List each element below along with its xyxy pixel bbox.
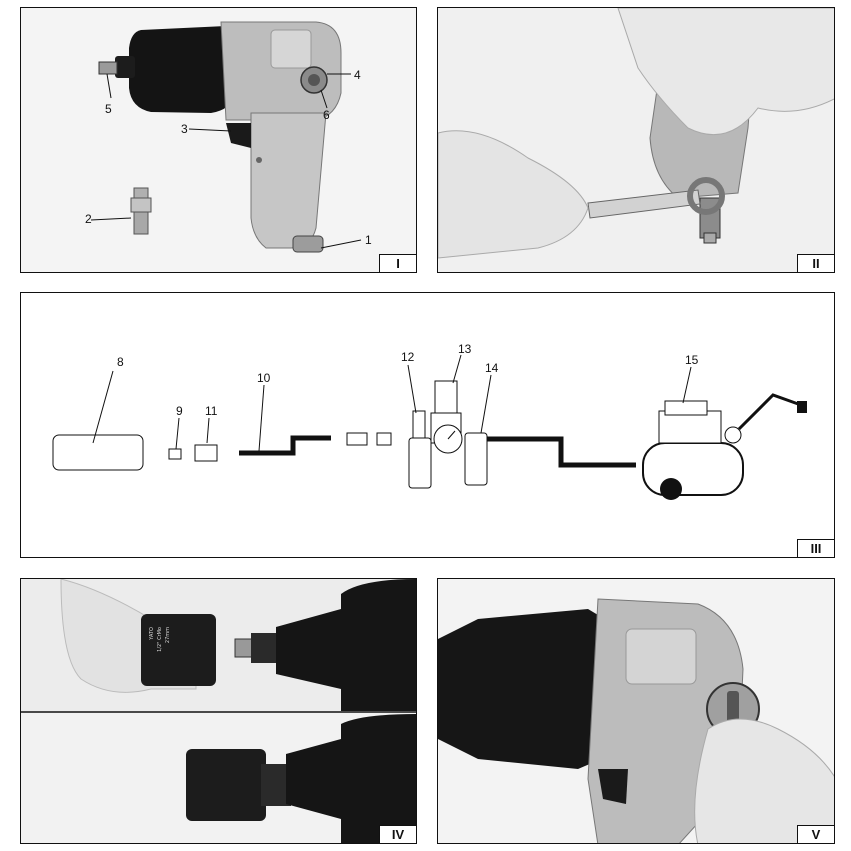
callout-2: 2 [85,212,92,226]
socket-size-text: 27mm [165,627,171,644]
figure-label-i: I [379,254,416,272]
direction-switch-photo [438,598,834,843]
callout-5: 5 [105,102,112,116]
callout-9: 9 [176,404,183,418]
callout-13: 13 [458,342,472,356]
callout-12: 12 [401,350,415,364]
callout-10: 10 [257,371,271,385]
figure-label-iv: IV [379,825,416,843]
callout-3: 3 [181,122,188,136]
figure-iv-panel: YATO 1/2" CrMo 27mm IV [20,578,417,844]
figure-label-v: V [797,825,834,843]
air-supply-diagram [52,354,807,500]
socket-spec-text: 1/2" CrMo [157,627,163,652]
socket-mounting-photos [21,579,416,843]
impact-wrench-illustration [90,21,362,253]
callout-11: 11 [205,404,218,418]
figure-i-panel: 1 2 3 4 5 6 I [20,7,417,273]
callout-15: 15 [685,353,699,367]
tool-placeholder [52,434,144,471]
figure-label-iii: III [797,539,834,557]
figure-label-ii: II [797,254,834,272]
figure-iii-panel: 8 9 10 11 12 13 14 15 III [20,292,835,558]
callout-14: 14 [485,361,499,375]
callout-8: 8 [117,355,124,369]
figure-ii-panel: II [437,7,835,273]
socket-brand-text: YATO [149,627,155,640]
wrench-tightening-photo [438,8,834,259]
callout-1: 1 [365,233,372,247]
figure-v-panel: V [437,578,835,844]
callout-4: 4 [354,68,361,82]
callout-6: 6 [323,108,330,122]
